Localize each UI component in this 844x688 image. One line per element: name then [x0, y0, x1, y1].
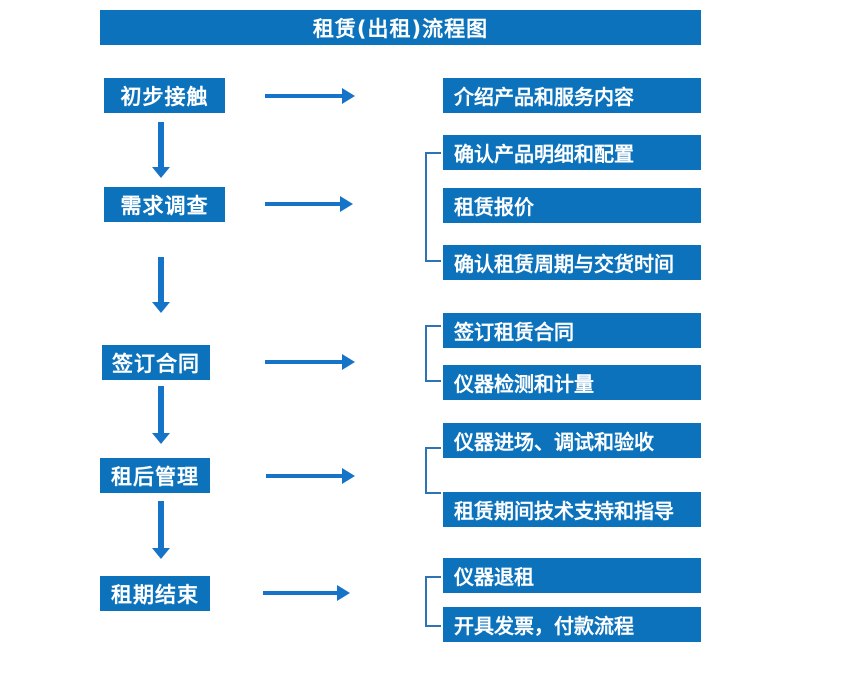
arrow-right-icon: [263, 585, 350, 601]
detail-box-rental-quote: 租赁报价: [443, 188, 701, 223]
detail-box-confirm-rental-period: 确认租赁周期与交货时间: [443, 245, 701, 280]
detail-box-confirm-product-details: 确认产品明细和配置: [443, 135, 701, 170]
arrow-right-icon: [265, 88, 355, 104]
arrow-right-icon: [265, 354, 355, 370]
detail-box-instrument-inspection: 仪器检测和计量: [443, 365, 701, 400]
detail-box-invoice-payment: 开具发票，付款流程: [443, 607, 701, 642]
detail-box-sign-rental-contract: 签订租赁合同: [443, 313, 701, 348]
group-bracket: [425, 447, 441, 494]
step-box-initial-contact: 初步接触: [104, 78, 225, 113]
detail-box-intro-products: 介绍产品和服务内容: [443, 78, 701, 113]
step-box-demand-survey: 需求调查: [104, 187, 225, 222]
detail-box-instrument-return: 仪器退租: [443, 558, 701, 593]
step-box-sign-contract: 签订合同: [102, 345, 210, 380]
step-box-post-rental-management: 租后管理: [100, 458, 210, 493]
detail-box-instrument-setup-acceptance: 仪器进场、调试和验收: [443, 423, 701, 458]
arrow-down-icon: [152, 501, 170, 559]
arrow-down-icon: [152, 386, 170, 444]
step-box-rental-end: 租期结束: [100, 576, 210, 611]
group-bracket: [425, 152, 441, 262]
flowchart-title: 租赁(出租)流程图: [100, 10, 701, 45]
arrow-down-icon: [152, 122, 170, 178]
group-bracket: [425, 576, 441, 627]
detail-box-technical-support: 租赁期间技术支持和指导: [443, 492, 701, 527]
arrow-right-icon: [266, 468, 355, 484]
group-bracket: [425, 325, 441, 382]
arrow-down-icon: [152, 257, 170, 313]
arrow-right-icon: [265, 196, 353, 212]
